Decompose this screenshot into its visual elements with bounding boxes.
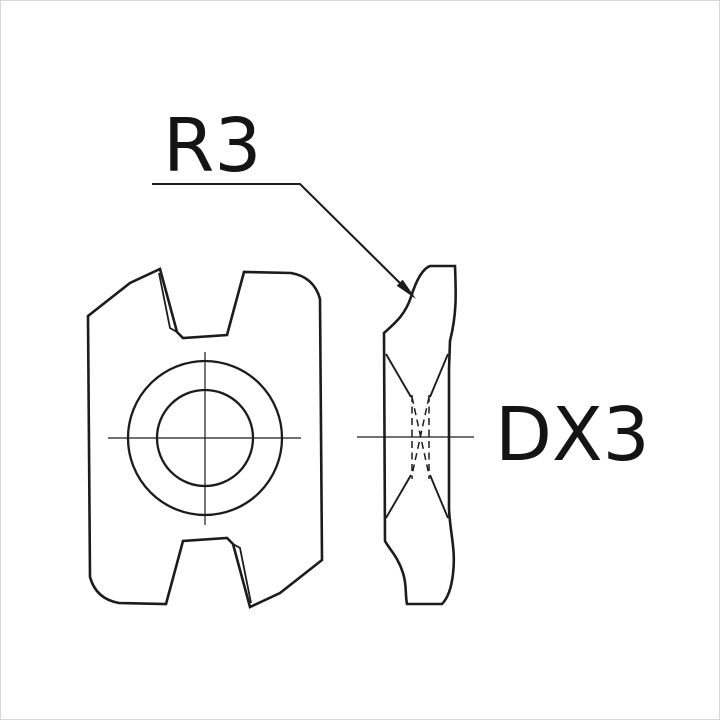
radius-label: R3: [163, 103, 262, 189]
front-view: [86, 267, 324, 609]
radius-leader-arrowhead: [396, 279, 416, 299]
side-view-outline: [382, 264, 458, 606]
side-view: [357, 264, 474, 606]
countersink-edge-top-right: [429, 353, 449, 398]
radius-leader-line: [152, 182, 414, 297]
hidden-cone-cross-line-2: [411, 396, 430, 476]
top-tooth-facet-line: [158, 272, 178, 333]
countersink-edge-bottom-left: [385, 474, 412, 519]
front-view-outline: [86, 267, 324, 609]
radius-callout: R3: [152, 103, 416, 299]
countersink-edge-bottom-right: [429, 474, 449, 519]
bottom-tooth-facet-line: [232, 543, 252, 604]
countersink-edge-top-left: [385, 353, 412, 398]
dimension-label: DX3: [495, 392, 650, 478]
